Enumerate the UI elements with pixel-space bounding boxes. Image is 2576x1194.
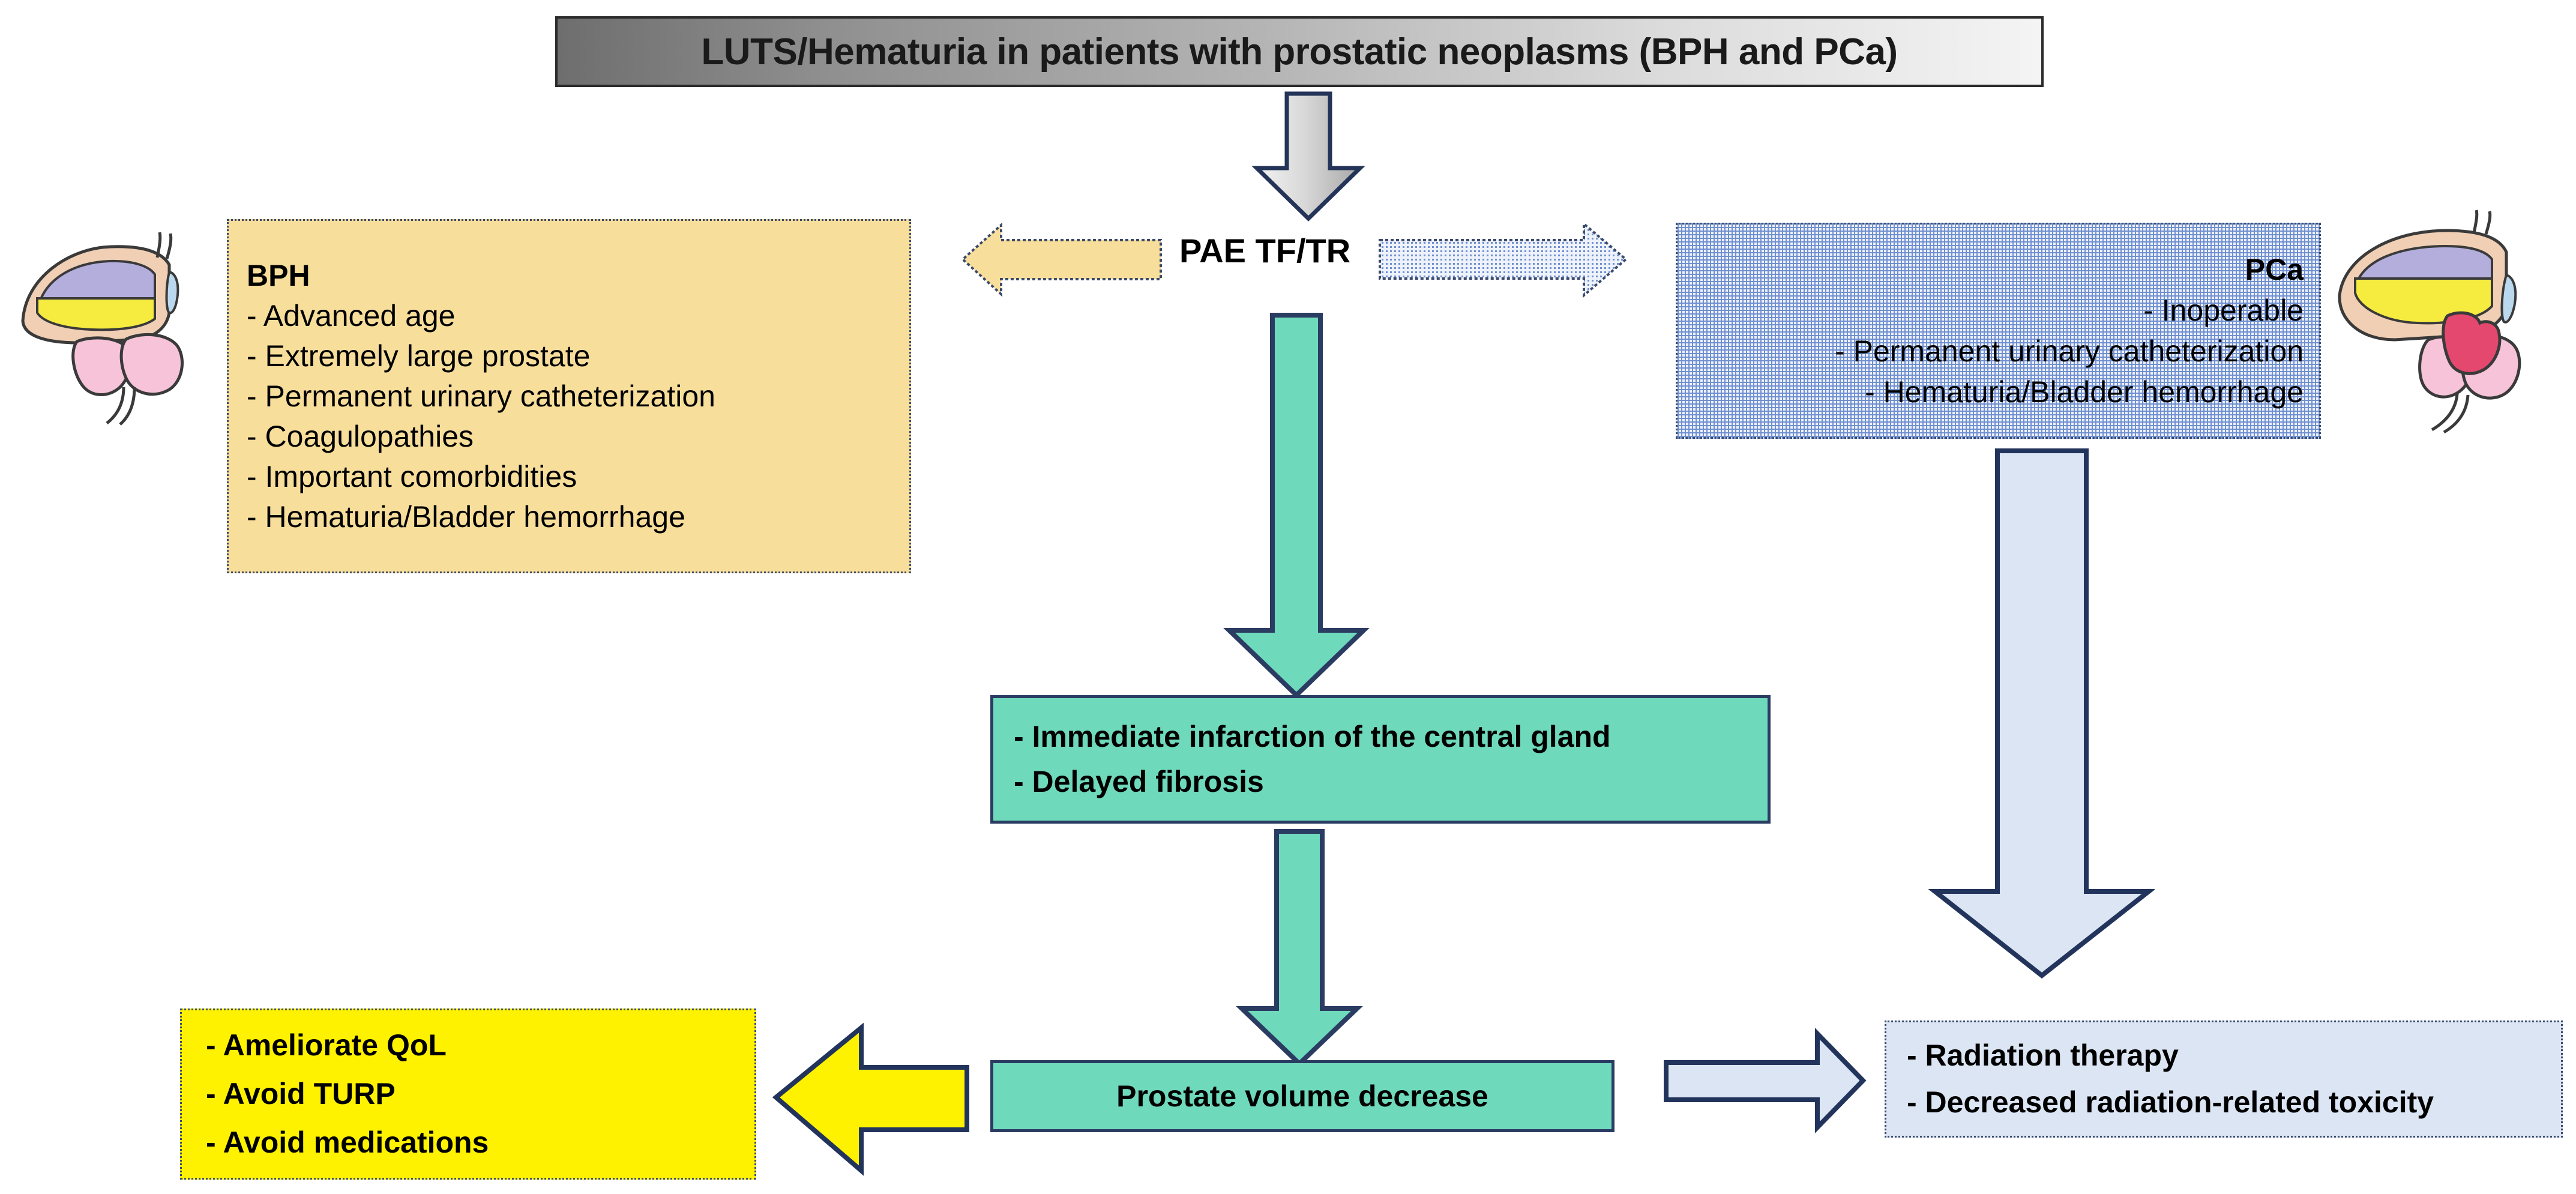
bph-item: - Coagulopathies — [247, 419, 474, 453]
bph-item: - Hematuria/Bladder hemorrhage — [247, 499, 685, 534]
qol-item: - Avoid medications — [206, 1126, 489, 1159]
page-title-banner: LUTS/Hematuria in patients with prostati… — [555, 16, 2044, 87]
prostate-pca-illustration-icon — [2338, 210, 2521, 434]
bph-heading: BPH — [247, 258, 310, 292]
infarction-outcome-box: - Immediate infarction of the central gl… — [990, 695, 1771, 824]
radiation-item: - Decreased radiation-related toxicity — [1907, 1085, 2434, 1119]
gray-down-arrow-icon — [1251, 91, 1365, 222]
infarction-item: - Delayed fibrosis — [1014, 765, 1264, 798]
pca-item: - Permanent urinary catheterization — [1835, 334, 2304, 368]
infarction-item: - Immediate infarction of the central gl… — [1014, 720, 1611, 753]
teal-down-arrow-icon — [1223, 313, 1370, 699]
pae-procedure-label: PAE TF/TR — [1179, 232, 1351, 270]
pca-item: - Inoperable — [2143, 294, 2304, 327]
page-title: LUTS/Hematuria in patients with prostati… — [701, 31, 1898, 73]
prostate-bph-illustration-icon — [21, 232, 184, 426]
pca-criteria-box: PCa - Inoperable - Permanent urinary cat… — [1676, 223, 2321, 439]
volume-decrease-box: Prostate volume decrease — [990, 1060, 1615, 1132]
qol-item: - Ameliorate QoL — [206, 1028, 447, 1062]
bph-item: - Extremely large prostate — [247, 339, 591, 373]
radiation-item: - Radiation therapy — [1907, 1039, 2179, 1072]
pca-heading: PCa — [2245, 253, 2304, 286]
blue-down-arrow-icon — [1928, 448, 2155, 979]
qol-item: - Avoid TURP — [206, 1077, 396, 1111]
radiation-outcomes-box: - Radiation therapy - Decreased radiatio… — [1885, 1021, 2563, 1138]
yellow-left-arrow-icon — [772, 1022, 969, 1176]
blue-right-arrow-icon — [1664, 1028, 1867, 1133]
qol-outcomes-box: - Ameliorate QoL - Avoid TURP - Avoid me… — [180, 1009, 756, 1180]
bph-item: - Advanced age — [247, 298, 456, 333]
bph-item: - Permanent urinary catheterization — [247, 379, 715, 413]
bph-criteria-box: BPH - Advanced age - Extremely large pro… — [227, 219, 911, 573]
yellow-left-arrow-icon — [961, 222, 1162, 297]
bph-item: - Important comorbidities — [247, 459, 577, 493]
teal-down-arrow-icon — [1236, 829, 1363, 1067]
volume-decrease-label: Prostate volume decrease — [1116, 1079, 1488, 1113]
blue-right-arrow-icon — [1379, 221, 1628, 298]
pca-item: - Hematuria/Bladder hemorrhage — [1865, 375, 2304, 409]
